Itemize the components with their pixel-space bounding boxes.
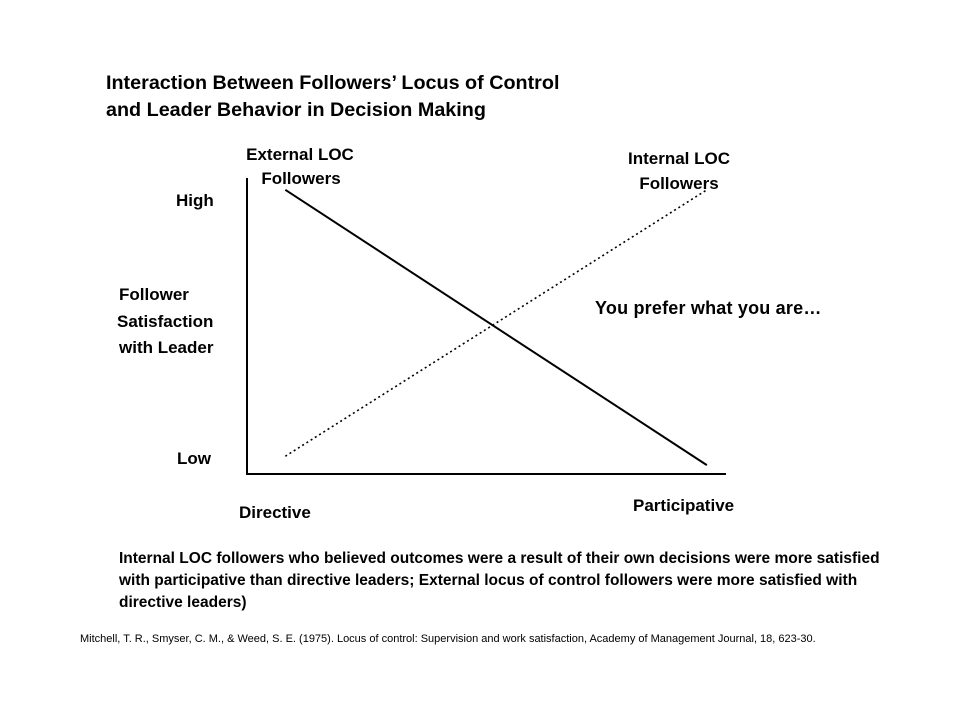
external-loc-label-line-2: Followers xyxy=(261,169,340,188)
chart-title-line-2: and Leader Behavior in Decision Making xyxy=(106,100,486,121)
chart-title-line-1: Interaction Between Followers’ Locus of … xyxy=(106,73,560,94)
external-loc-label-line-1: External LOC xyxy=(246,145,354,164)
internal-loc-line xyxy=(284,189,708,457)
y-axis-label-line-2: Satisfaction xyxy=(117,312,213,331)
footnote: Internal LOC followers who believed outc… xyxy=(119,550,880,611)
y-tick-high: High xyxy=(176,191,214,210)
x-tick-directive: Directive xyxy=(239,503,311,522)
y-axis-label-line-3: with Leader xyxy=(118,338,214,357)
y-tick-low: Low xyxy=(177,449,212,468)
y-axis-label-line-1: Follower xyxy=(119,285,189,304)
external-loc-line xyxy=(284,189,708,466)
internal-loc-label-line-2: Followers xyxy=(639,174,718,193)
internal-loc-label-line-1: Internal LOC xyxy=(628,149,730,168)
x-tick-participative: Participative xyxy=(633,496,734,515)
citation: Mitchell, T. R., Smyser, C. M., & Weed, … xyxy=(80,633,816,645)
chart-title: Interaction Between Followers’ Locus of … xyxy=(106,70,559,124)
annotation-text: You prefer what you are… xyxy=(595,298,822,318)
